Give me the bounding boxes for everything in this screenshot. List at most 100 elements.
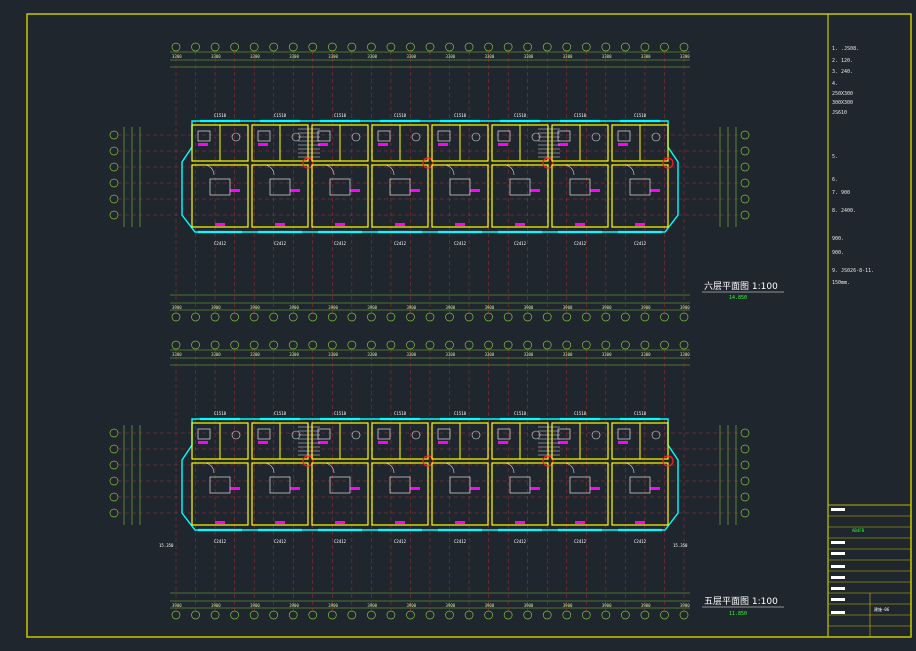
sixth-floor-elevation: 14.850 [729, 295, 747, 301]
door-swing [443, 462, 455, 474]
dimension-text: 3900 [367, 603, 377, 608]
dimension-text: 3300 [289, 54, 299, 59]
furniture [389, 178, 411, 196]
axis-bubble [308, 610, 318, 620]
axis-bubble [601, 340, 611, 350]
door-tag [590, 189, 600, 192]
axis-bubble [601, 312, 611, 322]
dimension-text: 3300 [485, 54, 495, 59]
fixture [351, 132, 361, 142]
axis-bubble [581, 340, 591, 350]
window-tag [635, 521, 645, 524]
dimension-text: 3900 [602, 305, 612, 310]
axis-bubble [191, 340, 200, 350]
axis-bubble [445, 312, 454, 322]
furniture [629, 476, 651, 494]
dimension-text: 3900 [211, 603, 221, 608]
axis-bubble [503, 340, 513, 350]
column-marker [542, 157, 554, 169]
axis-bubble [109, 428, 119, 438]
note-line: 900. [832, 236, 844, 242]
door-tag [650, 487, 660, 490]
room-label: C2412 [454, 539, 467, 544]
dimension-text: 3900 [172, 603, 182, 608]
furniture [509, 178, 531, 196]
axis-bubble [523, 42, 533, 52]
axis-bubble [484, 340, 493, 350]
dimension-text: 3300 [563, 352, 573, 357]
axis-bubble [445, 340, 454, 350]
dimension-text: 3300 [641, 54, 651, 59]
door-swing [203, 462, 215, 474]
fifth-left-elevation: 15.350 [159, 543, 174, 548]
axis-bubble [542, 340, 552, 350]
axis-bubble [230, 42, 239, 52]
axis-bubble [484, 312, 493, 322]
door-swing [263, 164, 275, 176]
dimension-text: 3900 [250, 603, 260, 608]
axis-bubble [230, 312, 239, 322]
axis-bubble [581, 42, 591, 52]
axis-bubble [230, 340, 239, 350]
title-block-field [831, 576, 845, 579]
dimension-text: 3900 [524, 305, 534, 310]
axis-bubble [621, 340, 630, 350]
room-label: C2412 [214, 241, 227, 246]
axis-bubble [269, 340, 279, 350]
door-swing [383, 164, 395, 176]
dimension-text: 3900 [485, 603, 495, 608]
dimension-text: 3900 [602, 603, 612, 608]
axis-bubble [288, 312, 298, 322]
design-notes: 1. .JS08.2. 120.3. 240.4. 250X300 300X30… [832, 46, 874, 286]
room-label: C2412 [274, 241, 287, 246]
axis-bubble [503, 610, 513, 620]
note-line: 150mm. [832, 280, 850, 286]
axis-bubble [581, 610, 591, 620]
fixture [231, 430, 241, 440]
fixture [471, 132, 481, 142]
furniture [437, 428, 451, 440]
axis-bubble [327, 610, 337, 620]
room-label: C1518 [274, 113, 287, 118]
door-tag [378, 143, 388, 146]
room-label: C1518 [574, 113, 587, 118]
axis-bubble [660, 340, 669, 350]
dimension-text: 3900 [406, 305, 416, 310]
window-tag [515, 521, 525, 524]
window-tag [335, 521, 345, 524]
note-line: 250X300 [832, 91, 853, 97]
door-tag [318, 143, 328, 146]
door-swing [323, 462, 335, 474]
axis-bubble [740, 444, 750, 454]
room-label: C2412 [514, 241, 527, 246]
window-tag [335, 223, 345, 226]
axis-bubble [464, 312, 474, 322]
note-line: 9. JS026-8-11. [832, 268, 874, 274]
furniture [557, 428, 571, 440]
axis-bubble [660, 312, 669, 322]
dimension-text: 3300 [250, 352, 260, 357]
door-swing [443, 164, 455, 176]
dimension-text: 3300 [641, 352, 651, 357]
fixture [351, 430, 361, 440]
fixture [651, 132, 661, 142]
dimension-text: 3900 [289, 603, 299, 608]
furniture [569, 476, 591, 494]
dimension-text: 3900 [563, 305, 573, 310]
room-walls [491, 462, 549, 526]
axis-bubble [621, 312, 630, 322]
dimension-text: 3300 [328, 54, 338, 59]
axis-bubble [640, 340, 650, 350]
door-tag [230, 487, 240, 490]
axis-bubble [740, 162, 750, 172]
room-label: C1518 [214, 411, 227, 416]
furniture [329, 476, 351, 494]
room-label: C2412 [574, 539, 587, 544]
room-walls [191, 164, 249, 228]
door-tag [558, 143, 568, 146]
axis-bubble [406, 340, 415, 350]
furniture [449, 476, 471, 494]
title-block-field [831, 541, 845, 544]
axis-bubble [542, 42, 552, 52]
